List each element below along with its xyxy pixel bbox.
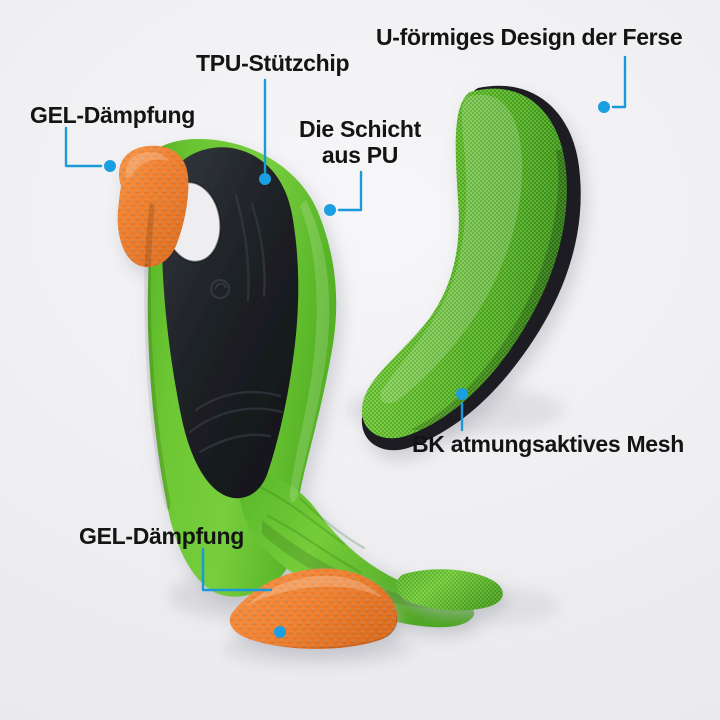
callout-label-mesh: BK atmungsaktives Mesh: [412, 431, 685, 457]
tpu-logo-emboss: [210, 279, 230, 299]
callout-label-u-form: U-förmiges Design der Ferse: [376, 24, 683, 50]
left-insole-contours: [256, 484, 366, 574]
callout-label-gel-top: GEL-Dämpfung: [30, 102, 196, 128]
callout-label-pu-line2: aus PU: [321, 141, 399, 168]
callout-label-pu-line1: Die Schicht: [299, 116, 421, 142]
callout-label-gel-bottom: GEL-Dämpfung: [79, 523, 245, 549]
callout-label-tpu: TPU-Stützchip: [196, 50, 350, 76]
tpu-relief-lines: [188, 194, 284, 454]
right-insole-toe-tip: [396, 569, 503, 611]
callout-label-pu: Die Schicht aus PU: [286, 116, 434, 169]
